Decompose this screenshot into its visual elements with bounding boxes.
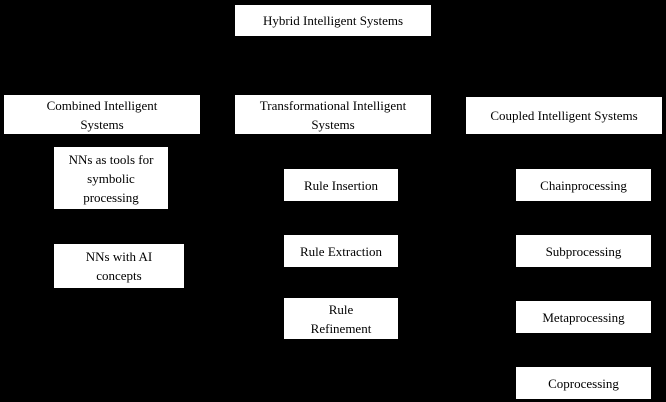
coupled-child-chainprocessing: Chainprocessing	[516, 169, 651, 201]
child-label: Rule Refinement	[310, 301, 372, 336]
category-transformational-intelligent-systems: Transformational Intelligent Systems	[235, 95, 431, 134]
transformational-child-rule-extraction: Rule Extraction	[284, 235, 398, 267]
child-label: Subprocessing	[545, 243, 622, 259]
coupled-child-metaprocessing: Metaprocessing	[516, 301, 651, 333]
child-label: NNs with AI concepts	[85, 249, 153, 283]
coupled-child-subprocessing: Subprocessing	[516, 235, 651, 267]
child-label: Rule Insertion	[303, 177, 378, 193]
combined-child-nns-symbolic-processing: NNs as tools for symbolic processing	[54, 147, 168, 209]
category-label: Coupled Intelligent Systems	[490, 108, 638, 123]
child-label: Rule Extraction	[300, 243, 382, 259]
coupled-child-coprocessing: Coprocessing	[516, 367, 651, 399]
child-label: NNs as tools for symbolic processing	[68, 151, 154, 205]
root-node: Hybrid Intelligent Systems	[235, 5, 431, 36]
child-label: Chainprocessing	[540, 177, 627, 193]
child-label: Coprocessing	[548, 375, 619, 391]
combined-child-nns-ai-concepts: NNs with AI concepts	[54, 244, 184, 288]
category-label: Combined Intelligent Systems	[46, 97, 158, 132]
category-combined-intelligent-systems: Combined Intelligent Systems	[4, 95, 200, 134]
transformational-child-rule-insertion: Rule Insertion	[284, 169, 398, 201]
child-label: Metaprocessing	[542, 309, 625, 325]
root-node-label: Hybrid Intelligent Systems	[262, 13, 404, 28]
category-coupled-intelligent-systems: Coupled Intelligent Systems	[466, 97, 662, 134]
category-label: Transformational Intelligent Systems	[259, 97, 407, 132]
transformational-child-rule-refinement: Rule Refinement	[284, 298, 398, 339]
